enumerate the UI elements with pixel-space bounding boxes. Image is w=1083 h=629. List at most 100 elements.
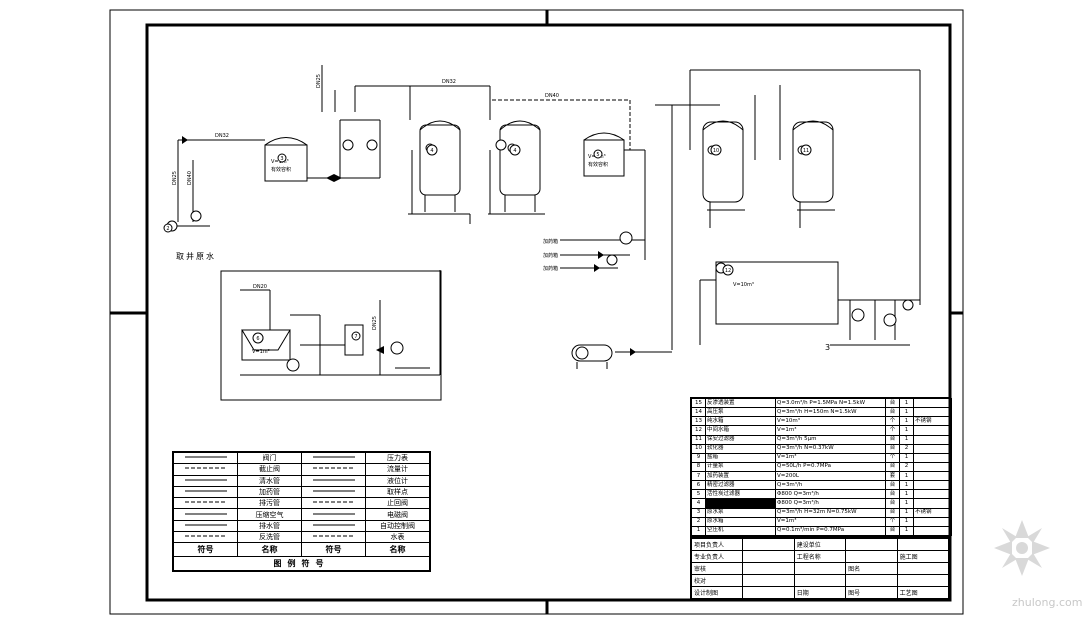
legend-row: 截止阀流量计 <box>173 463 430 476</box>
equipment-note <box>913 443 952 454</box>
equipment-name: 原水泵 <box>705 507 776 518</box>
legend-symbol-line <box>312 479 355 481</box>
title-block-cell: 施工图 <box>896 550 950 563</box>
legend-name: 截止阀 <box>237 463 302 476</box>
title-block-cell <box>793 562 847 575</box>
title-block-cell: 工程名称 <box>793 550 847 563</box>
legend-symbol-line <box>184 479 227 481</box>
equipment-qty: 1 <box>899 397 914 409</box>
equipment-no: 12 <box>691 425 706 436</box>
title-block-cell: 审核 <box>690 562 744 575</box>
equipment-qty: 1 <box>899 470 914 482</box>
callout-10: 7 <box>354 334 357 340</box>
equipment-qty: 1 <box>899 525 914 537</box>
legend-row: 排污管止回阀 <box>173 497 430 510</box>
legend-symbol-line <box>184 524 227 526</box>
equipment-note <box>913 516 952 527</box>
title-block-cell: 校对 <box>690 574 744 587</box>
diagram-labels: 取井原水 3 V=1m³ 有效容积 V=1m³ 有效容积 V=10m³ V=1m… <box>172 74 830 355</box>
legend-symbol-line <box>312 467 355 469</box>
title-block-cell <box>896 538 950 551</box>
equipment-unit: 个 <box>885 416 900 427</box>
dosing-label-3: 加药箱 <box>543 265 558 272</box>
equipment-unit: 台 <box>885 507 900 518</box>
equipment-name: 空压机 <box>705 525 776 537</box>
equipment-spec: V=200L <box>775 470 886 482</box>
legend-symbol <box>301 497 366 510</box>
callout-3: 4 <box>430 148 433 154</box>
equipment-no: 5 <box>691 489 706 500</box>
equipment-no: 2 <box>691 516 706 527</box>
title-block-cell <box>793 574 847 587</box>
legend-symbol-line <box>312 456 355 458</box>
equipment-note <box>913 407 952 418</box>
equipment-spec: Φ800 Q=3m³/h <box>775 498 886 509</box>
legend-symbol-line <box>184 456 227 458</box>
legend-symbol <box>301 463 366 476</box>
equipment-unit: 台 <box>885 443 900 454</box>
equipment-note <box>913 498 952 509</box>
title-block-cell <box>742 550 795 563</box>
legend-symbol <box>301 451 366 465</box>
equipment-spec: Q=0.1m³/min P=0.7MPa <box>775 525 886 537</box>
equipment-qty: 1 <box>899 434 914 445</box>
equipment-unit: 台 <box>885 434 900 445</box>
tank-t1-line2: 有效容积 <box>271 166 291 173</box>
equipment-no: 3 <box>691 507 706 518</box>
equipment-spec: Q=3m³/h 5μm <box>775 434 886 445</box>
equipment-note <box>913 452 952 463</box>
title-block-cell <box>845 574 898 587</box>
equipment-no: 11 <box>691 434 706 445</box>
equipment-name: 中间水箱 <box>705 425 776 436</box>
title-block-row: 设计制图日期图号工艺图 <box>690 586 950 599</box>
title-block-cell: 建设单位 <box>793 538 847 551</box>
side-callout: 3 <box>825 343 830 352</box>
title-block-cell <box>845 538 898 551</box>
equipment-name: 活性炭过滤器 <box>705 489 776 500</box>
equipment-note <box>913 461 952 473</box>
equipment-no: 13 <box>691 416 706 427</box>
legend-symbol-line <box>184 501 227 503</box>
equipment-no: 1 <box>691 525 706 537</box>
legend-symbol <box>173 451 238 465</box>
title-block-cell <box>896 574 950 587</box>
equipment-qty: 1 <box>899 489 914 500</box>
legend-name: 取样点 <box>365 485 430 499</box>
equipment-unit: 台 <box>885 498 900 509</box>
legend-name: 水表 <box>365 530 430 544</box>
legend-name: 液位计 <box>365 474 430 487</box>
equipment-spec: Q=3m³/h N=0.37kW <box>775 443 886 454</box>
callout-numbers: 2 3 4 4 5 10 11 12 6 7 <box>166 148 809 342</box>
equipment-name: 盐箱 <box>705 452 776 463</box>
equipment-unit: 个 <box>885 452 900 463</box>
equipment-spec: Q=3m³/h <box>775 480 886 491</box>
legend-symbol <box>173 530 238 544</box>
legend-name: 阀门 <box>237 451 302 465</box>
raw-water-label: 取井原水 <box>176 251 216 261</box>
callout-7: 11 <box>803 148 809 154</box>
title-block-cell: 日期 <box>793 586 847 599</box>
equipment-note: 不锈钢 <box>913 507 952 518</box>
dosing-label-2: 加药箱 <box>543 252 558 259</box>
legend-symbol-line <box>184 490 227 492</box>
equipment-name: 软化器 <box>705 443 776 454</box>
equipment-qty: 1 <box>899 425 914 436</box>
legend-symbol-line <box>312 490 355 492</box>
pipe-label-5: DN40 <box>545 93 559 99</box>
equipment-note <box>913 480 952 491</box>
equipment-qty: 1 <box>899 416 914 427</box>
callout-6: 10 <box>713 148 719 154</box>
pipe-label-1: DN25 <box>172 171 178 185</box>
equipment-spec: V=1m³ <box>775 425 886 436</box>
legend-symbol <box>173 497 238 510</box>
equipment-unit: 台 <box>885 489 900 500</box>
equipment-spec: Q=3m³/h H=150m N=1.5kW <box>775 407 886 418</box>
legend-row: 清水管液位计 <box>173 474 430 487</box>
equipment-unit: 个 <box>885 425 900 436</box>
